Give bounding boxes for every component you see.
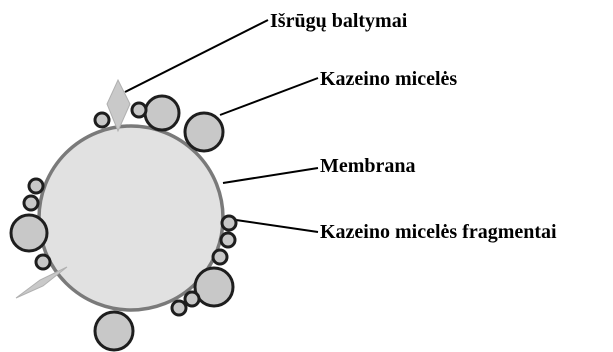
leader-line-casein-fragments bbox=[236, 220, 318, 232]
label-whey-proteins: Išrūgų baltymai bbox=[270, 10, 408, 32]
casein-micelle-fragment bbox=[95, 113, 109, 127]
label-casein-fragments: Kazeino micelės fragmentai bbox=[320, 221, 557, 243]
leader-line-casein-micelles bbox=[220, 78, 318, 115]
leader-line-membrane bbox=[223, 168, 318, 183]
casein-micelle-fragment bbox=[29, 179, 43, 193]
whey-protein-diamond bbox=[16, 267, 67, 298]
casein-micelle-fragment bbox=[36, 255, 50, 269]
label-casein-micelles: Kazeino micelės bbox=[320, 68, 457, 90]
label-membrane: Membrana bbox=[320, 155, 416, 177]
casein-micelle-fragment bbox=[185, 292, 199, 306]
casein-micelle-fragment bbox=[24, 196, 38, 210]
casein-micelle bbox=[145, 96, 179, 130]
casein-micelle-fragment bbox=[172, 301, 186, 315]
whey-protein-diamond bbox=[107, 80, 130, 131]
casein-micelle-fragment bbox=[222, 216, 236, 230]
casein-micelle bbox=[11, 215, 47, 251]
casein-micelle-fragment bbox=[213, 250, 227, 264]
casein-micelle bbox=[195, 268, 233, 306]
casein-micelle bbox=[95, 312, 133, 350]
leader-line-whey-proteins bbox=[125, 20, 268, 92]
casein-micelle-fragment bbox=[132, 103, 146, 117]
casein-micelle bbox=[185, 113, 223, 151]
casein-micelle-fragment bbox=[221, 233, 235, 247]
